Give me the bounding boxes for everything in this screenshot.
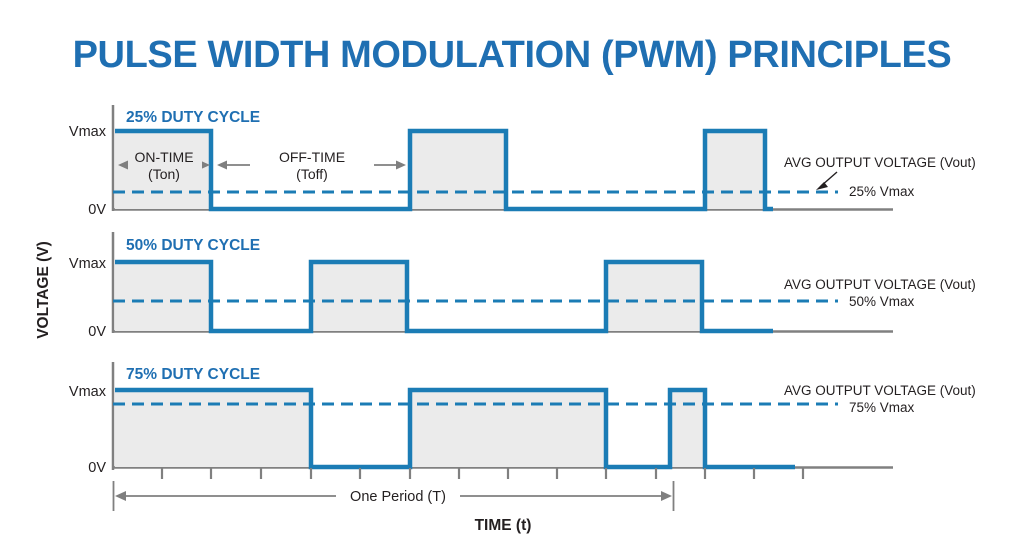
ytick-0v-75: 0V bbox=[88, 460, 106, 476]
page-title: PULSE WIDTH MODULATION (PWM) PRINCIPLES bbox=[72, 34, 952, 76]
avg-output-voltage-value-50: 50% Vmax bbox=[849, 294, 915, 309]
on-time-annotation: ON-TIME (Ton) bbox=[118, 149, 210, 182]
waveform-row-25: Vmax 0V ON-TIME (Ton) OFF-TIME (Toff) bbox=[69, 105, 976, 218]
waveform-row-75: Vmax 0V 75% DUTY CYCLE AVG OUTPUT VOLTAG… bbox=[69, 362, 976, 476]
ytick-vmax-25: Vmax bbox=[69, 124, 107, 140]
pulse-fill bbox=[705, 131, 765, 209]
pulse-fill bbox=[410, 390, 606, 467]
ytick-0v-25: 0V bbox=[88, 202, 106, 218]
pulse-fill bbox=[606, 262, 702, 331]
avg-callout-arrow-25 bbox=[816, 171, 838, 190]
avg-output-voltage-value-75: 75% Vmax bbox=[849, 400, 915, 415]
one-period-label: One Period (T) bbox=[350, 489, 446, 505]
x-axis-label: TIME (t) bbox=[475, 517, 532, 534]
pulse-fill bbox=[311, 262, 407, 331]
duty-cycle-heading-75: 75% DUTY CYCLE bbox=[126, 366, 260, 383]
one-period-annotation: One Period (T) bbox=[112, 481, 675, 511]
waveform-row-50: Vmax 0V 50% DUTY CYCLE AVG OUTPUT VOLTAG… bbox=[69, 232, 976, 340]
off-time-annotation: OFF-TIME (Toff) bbox=[217, 149, 406, 182]
avg-output-voltage-value-25: 25% Vmax bbox=[849, 184, 915, 199]
on-time-label-line1: ON-TIME bbox=[134, 149, 193, 165]
pwm-trace-25 bbox=[115, 128, 773, 212]
time-axis-ticks bbox=[160, 468, 805, 479]
avg-output-voltage-label-50: AVG OUTPUT VOLTAGE (Vout) bbox=[784, 277, 976, 292]
pulse-fill bbox=[670, 390, 705, 467]
off-time-label-line2: (Toff) bbox=[296, 166, 328, 182]
avg-output-voltage-label-25: AVG OUTPUT VOLTAGE (Vout) bbox=[784, 155, 976, 170]
ytick-0v-50: 0V bbox=[88, 324, 106, 340]
pulse-fill bbox=[115, 262, 211, 331]
ytick-vmax-50: Vmax bbox=[69, 256, 107, 272]
on-time-label-line2: (Ton) bbox=[148, 166, 180, 182]
pwm-trace-50 bbox=[115, 259, 773, 334]
avg-output-voltage-label-75: AVG OUTPUT VOLTAGE (Vout) bbox=[784, 383, 976, 398]
ytick-vmax-75: Vmax bbox=[69, 384, 107, 400]
duty-cycle-heading-25: 25% DUTY CYCLE bbox=[126, 109, 260, 126]
duty-cycle-heading-50: 50% DUTY CYCLE bbox=[126, 237, 260, 254]
off-time-label-line1: OFF-TIME bbox=[279, 149, 345, 165]
pulse-fill bbox=[410, 131, 506, 209]
y-axis-label: VOLTAGE (V) bbox=[35, 241, 52, 339]
pulse-fill bbox=[115, 390, 311, 467]
